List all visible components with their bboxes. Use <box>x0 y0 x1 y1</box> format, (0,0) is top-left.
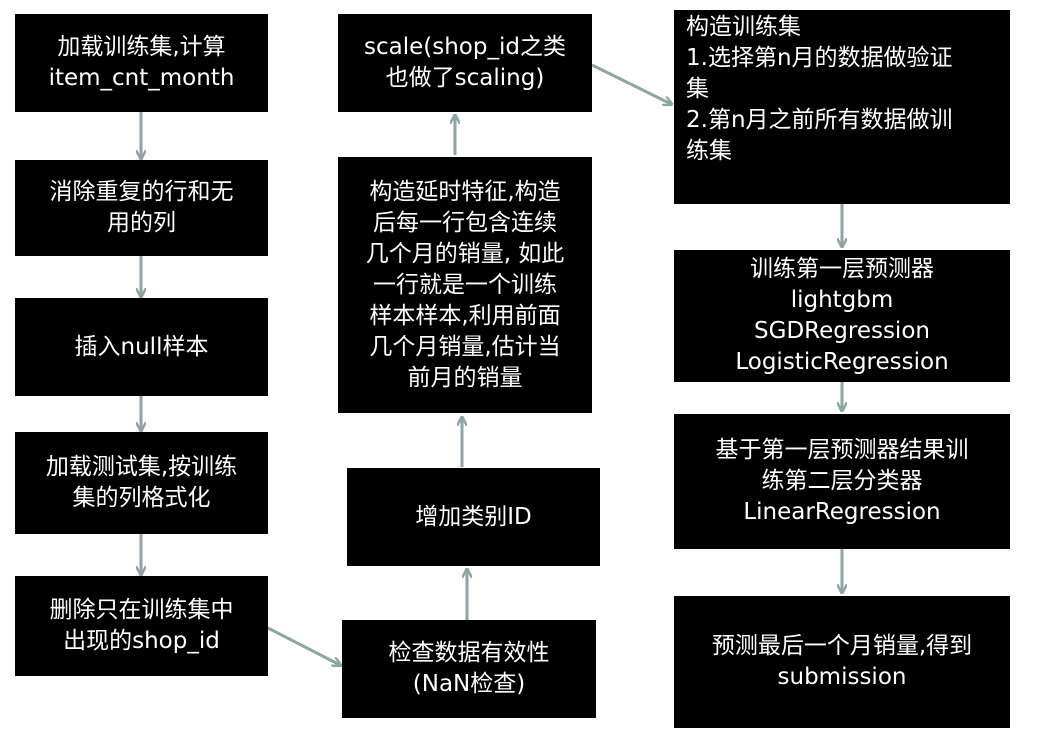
box-delete-shop: 删除只在训练集中 出现的shop_id <box>15 576 268 676</box>
box-load-train: 加载训练集,计算 item_cnt_month <box>15 14 268 112</box>
box-add-category: 增加类别ID <box>347 468 600 566</box>
box-line: SGDRegression <box>754 318 930 344</box>
box-line: 加载训练集,计算 <box>57 34 226 60</box>
box-line: LinearRegression <box>743 499 941 525</box>
box-line: 几个月销量,估计当 <box>369 333 561 360</box>
arrow-scale-to-build <box>591 63 671 104</box>
box-line: 用的列 <box>107 210 176 236</box>
box-build-train: 构造训练集 1.选择第n月的数据做验证 集 2.第n月之前所有数据做训 练集 <box>674 10 1010 204</box>
box-line: scale(shop_id之类 <box>364 34 566 60</box>
box-line: LogisticRegression <box>735 349 949 375</box>
box-check-data: 检查数据有效性 (NaN检查) <box>342 620 596 718</box>
box-scale: scale(shop_id之类 也做了scaling) <box>338 14 592 112</box>
box-line: 样本样本,利用前面 <box>369 302 561 329</box>
box-line: 练集 <box>686 138 732 164</box>
box-line: 前月的销量 <box>407 364 523 391</box>
box-line: lightgbm <box>790 287 894 313</box>
box-line: 集 <box>686 76 709 102</box>
box-insert-null: 插入null样本 <box>15 298 268 396</box>
box-line: (NaN检查) <box>412 671 526 697</box>
box-line: 集的列格式化 <box>72 485 211 511</box>
box-line: 基于第一层预测器结果训 <box>715 437 969 463</box>
box-line: 构造训练集 <box>686 14 801 40</box>
box-line: 也做了scaling) <box>385 65 545 91</box>
box-line: 增加类别ID <box>415 503 532 530</box>
box-line: 后每一行包含连续 <box>373 209 557 236</box>
box-line: 练第二层分类器 <box>761 468 923 494</box>
box-layer1: 训练第一层预测器 lightgbm SGDRegression Logistic… <box>674 250 1010 382</box>
box-line: 加载测试集,按训练 <box>45 454 238 480</box>
box-load-test: 加载测试集,按训练 集的列格式化 <box>15 432 268 534</box>
box-line: item_cnt_month <box>48 65 235 91</box>
box-lag-features: 构造延时特征,构造 后每一行包含连续 几个月的销量, 如此 一行就是一个训练 样… <box>338 157 592 413</box>
box-line: submission <box>777 664 907 690</box>
box-line: 消除重复的行和无 <box>49 179 234 205</box>
box-line: 插入null样本 <box>74 333 209 360</box>
box-line: 删除只在训练集中 <box>49 597 234 623</box>
box-line: 训练第一层预测器 <box>750 256 934 282</box>
box-predict: 预测最后一个月销量,得到 submission <box>674 596 1010 728</box>
box-line: 检查数据有效性 <box>388 640 550 666</box>
box-line: 预测最后一个月销量,得到 <box>711 633 973 659</box>
box-line: 出现的shop_id <box>63 628 220 654</box>
box-line: 2.第n月之前所有数据做训 <box>686 107 953 133</box>
box-layer2: 基于第一层预测器结果训 练第二层分类器 LinearRegression <box>674 414 1010 549</box>
box-line: 几个月的销量, 如此 <box>365 240 565 267</box>
box-dedupe: 消除重复的行和无 用的列 <box>15 160 268 256</box>
arrow-delete-to-check <box>267 626 340 665</box>
box-line: 一行就是一个训练 <box>373 271 557 298</box>
box-line: 构造延时特征,构造 <box>369 178 561 205</box>
box-line: 1.选择第n月的数据做验证 <box>686 45 953 71</box>
